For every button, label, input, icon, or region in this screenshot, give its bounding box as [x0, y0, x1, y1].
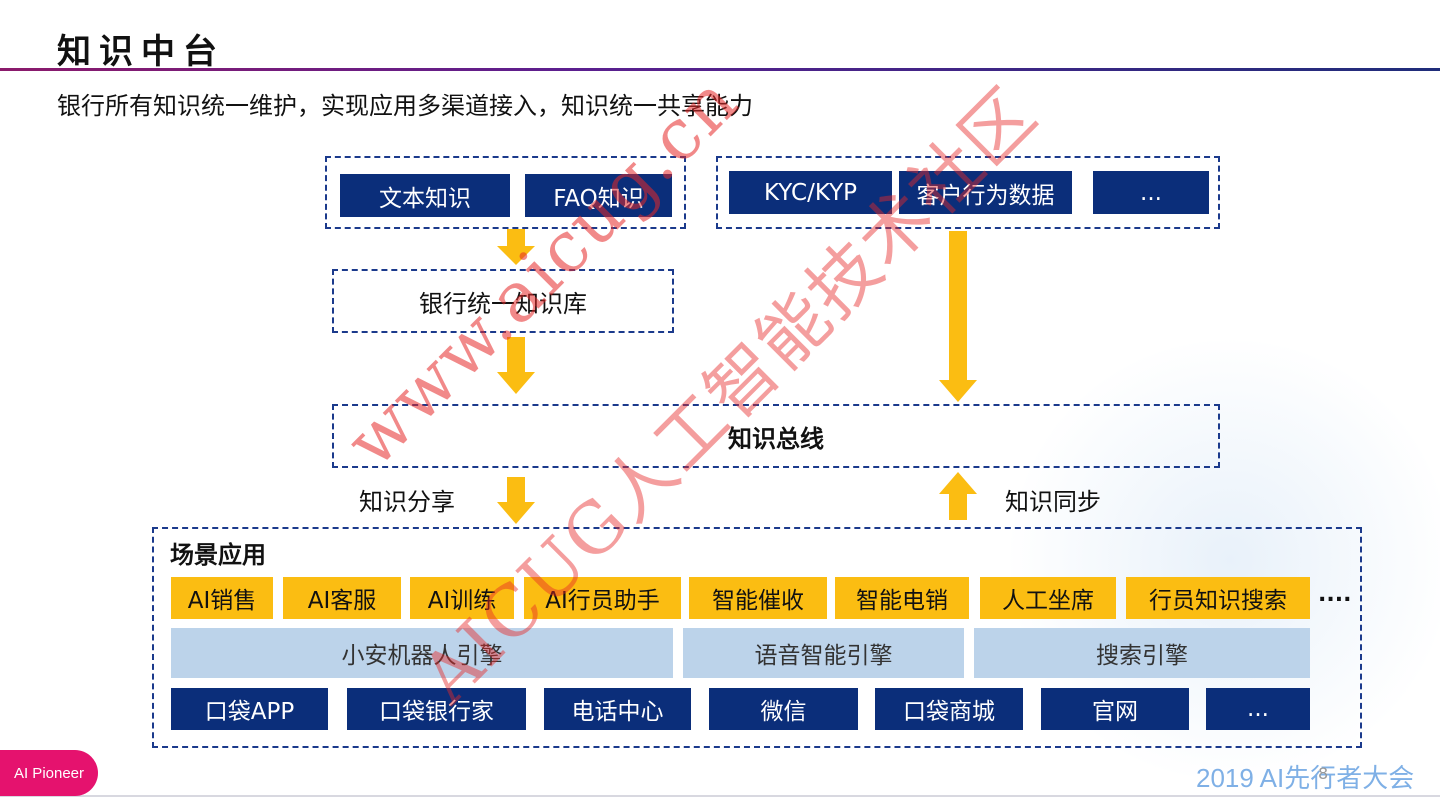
scenario-title: 场景应用	[170, 535, 266, 570]
engine-voice-intelligence: 语音智能引擎	[683, 628, 964, 678]
app-ai-sales: AI销售	[171, 577, 273, 619]
app-teller-knowledge-search: 行员知识搜索	[1126, 577, 1310, 619]
page-number: 8	[1318, 764, 1328, 783]
channel-call-center: 电话中心	[544, 688, 691, 730]
engine-search: 搜索引擎	[974, 628, 1310, 678]
arrow-share-down	[497, 477, 535, 524]
apps-more: ....	[1318, 582, 1351, 607]
app-human-agent: 人工坐席	[980, 577, 1116, 619]
footer-brand: 2019 AI先行者大会	[1196, 758, 1414, 795]
channel-pocket-banker: 口袋银行家	[347, 688, 526, 730]
app-ai-teller-assistant: AI行员助手	[524, 577, 681, 619]
arrow-sync-up	[939, 472, 977, 520]
arrow-down-left-1	[497, 229, 535, 265]
engine-xiaoan-robot: 小安机器人引擎	[171, 628, 673, 678]
channel-pocket-app: 口袋APP	[171, 688, 328, 730]
sync-label: 知识同步	[1005, 482, 1101, 517]
channel-more: ...	[1206, 688, 1310, 730]
app-ai-service: AI客服	[283, 577, 401, 619]
app-ai-training: AI训练	[410, 577, 514, 619]
footer-divider	[0, 795, 1440, 797]
channel-official-site: 官网	[1041, 688, 1189, 730]
arrow-down-right	[939, 231, 977, 402]
share-label: 知识分享	[359, 482, 455, 517]
channel-wechat: 微信	[709, 688, 858, 730]
channel-pocket-mall: 口袋商城	[875, 688, 1023, 730]
app-smart-collection: 智能催收	[689, 577, 827, 619]
app-smart-telesales: 智能电销	[835, 577, 969, 619]
ai-pioneer-logo: AI Pioneer	[0, 750, 98, 796]
arrow-down-left-2	[497, 337, 535, 394]
